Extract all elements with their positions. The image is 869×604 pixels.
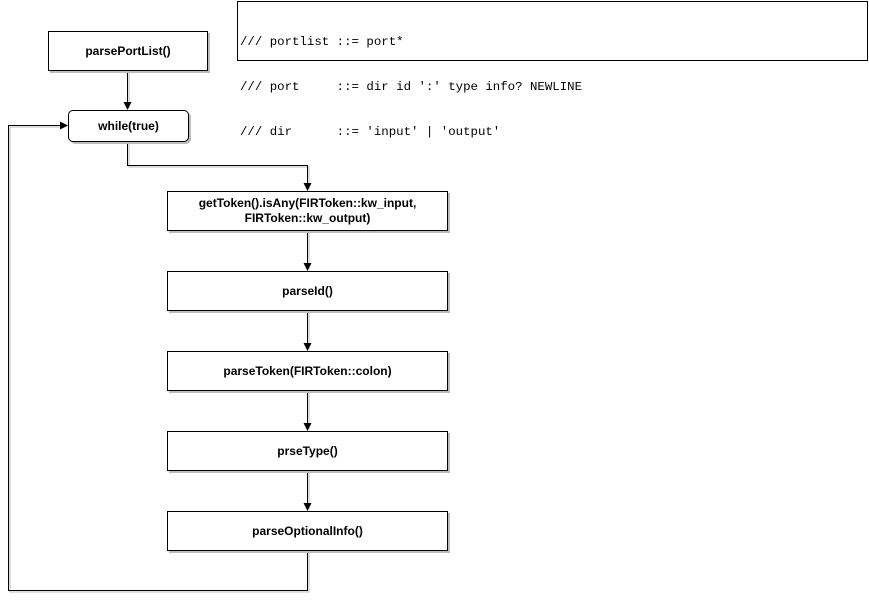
node-label: parseToken(FIRToken::colon) [223, 363, 392, 378]
node-label-line1: getToken().isAny(FIRToken::kw_input, [198, 196, 417, 210]
node-label: prseType() [277, 443, 338, 458]
edge-loop-back-to-while [8, 121, 308, 591]
node-label: parsePortList() [85, 43, 171, 58]
grammar-comment-box: /// portlist ::= port* /// port ::= dir … [237, 1, 868, 139]
node-label: parseOptionalInfo() [252, 523, 363, 538]
grammar-line-dir: /// dir ::= 'input' | 'output' [240, 125, 501, 139]
node-get-token-is-any[interactable]: getToken().isAny(FIRToken::kw_input, FIR… [167, 191, 448, 231]
node-parse-port-list[interactable]: parsePortList() [48, 31, 208, 71]
node-parse-token-colon[interactable]: parseToken(FIRToken::colon) [167, 351, 448, 391]
node-label: parseId() [282, 283, 333, 298]
node-parse-id[interactable]: parseId() [167, 271, 448, 311]
edge-while-to-gettoken [127, 141, 312, 191]
node-label: while(true) [98, 118, 159, 133]
node-label-line2: FIRToken::kw_output) [244, 211, 371, 225]
node-parse-optional-info[interactable]: parseOptionalInfo() [167, 511, 448, 551]
grammar-line-port: /// port ::= dir id ':' type info? NEWLI… [240, 80, 583, 94]
node-while-loop[interactable]: while(true) [68, 110, 189, 142]
grammar-line-portlist: /// portlist ::= port* [240, 35, 404, 49]
node-prse-type[interactable]: prseType() [167, 431, 448, 471]
